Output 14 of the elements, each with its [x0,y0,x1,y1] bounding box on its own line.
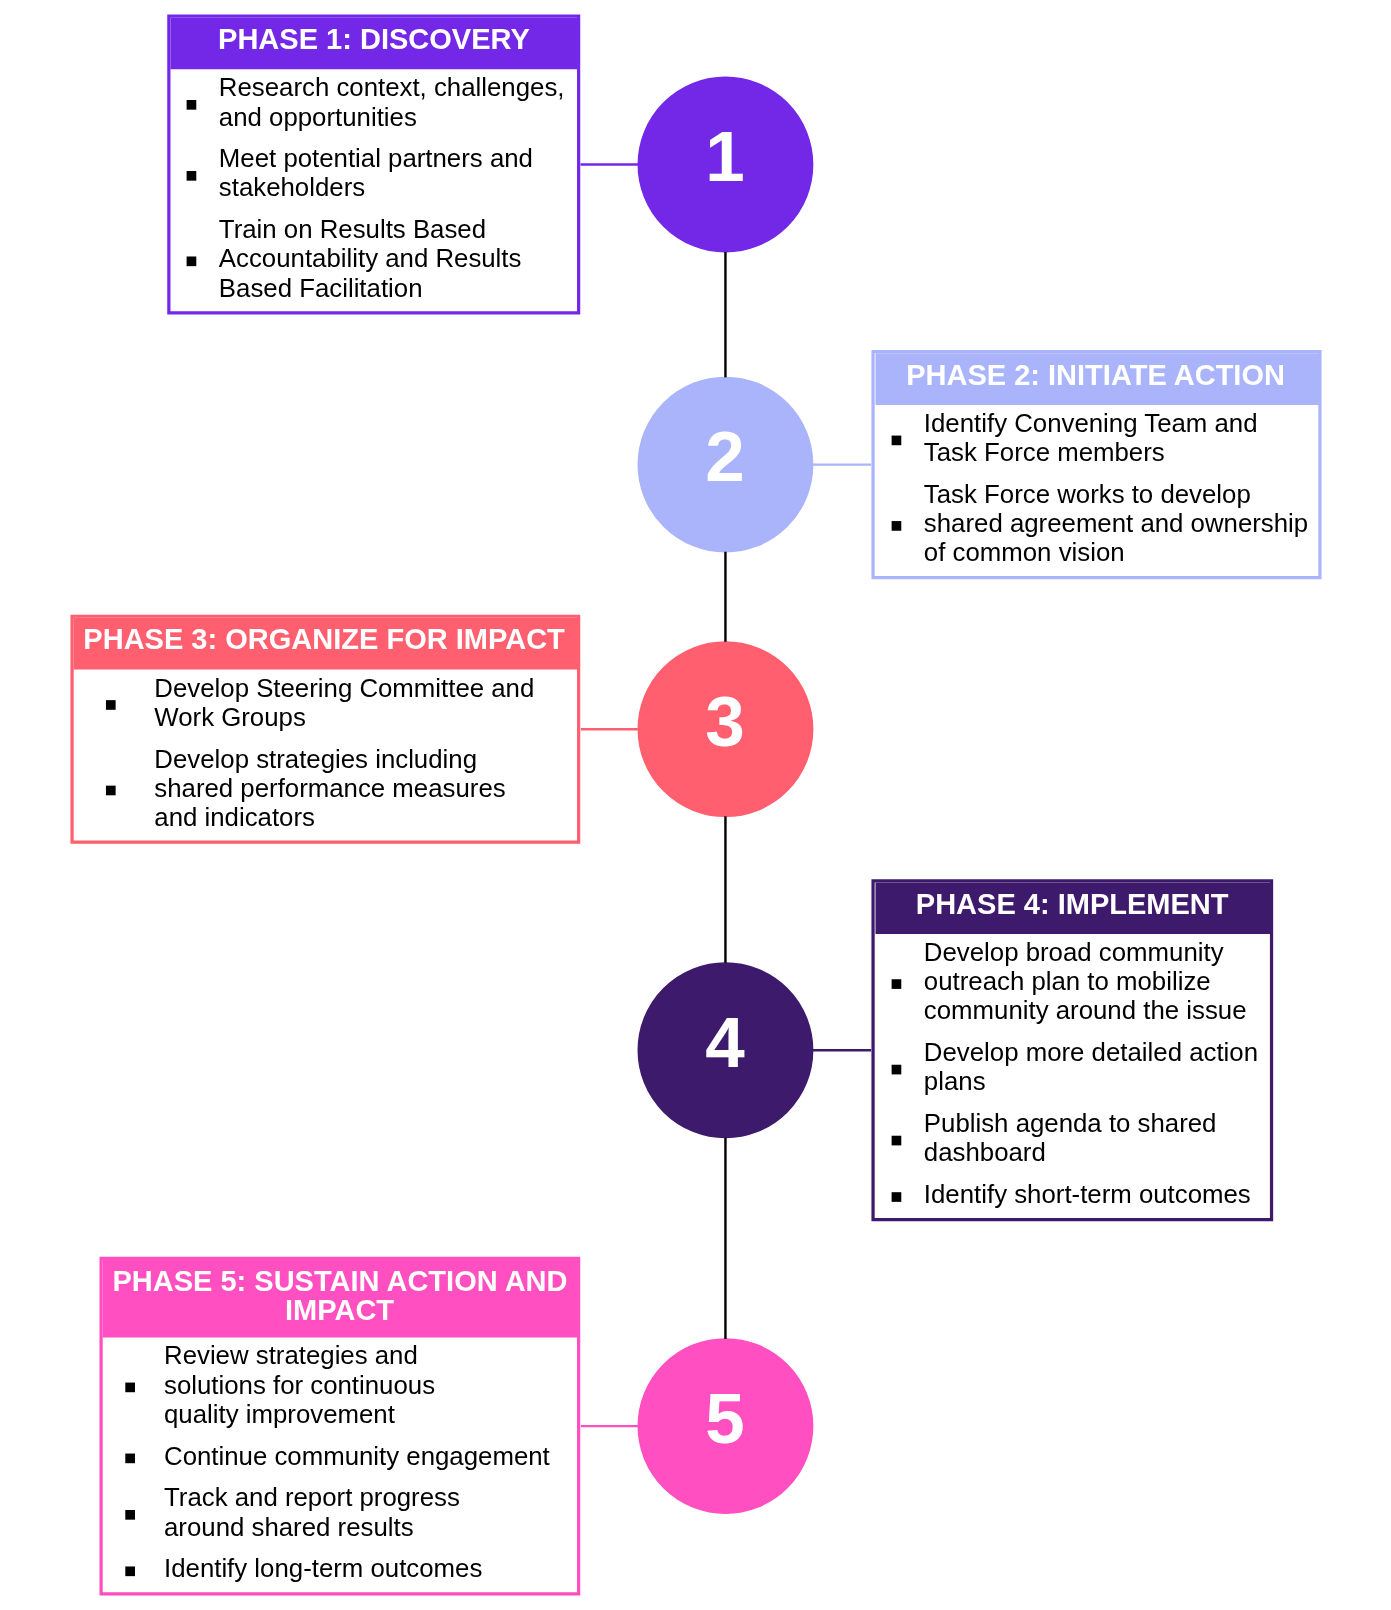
connector [723,551,727,642]
connector [723,1137,727,1339]
node-circle: 3 [637,641,813,818]
connector [723,252,727,378]
node-circle: 5 [637,1338,813,1515]
connector [723,816,727,963]
node-circle: 4 [637,962,813,1139]
node-circle: 1 [637,76,813,253]
connector [580,1424,638,1428]
connector [580,163,638,166]
connector [580,727,638,731]
connector [812,1049,871,1052]
node-circle: 2 [637,376,813,553]
connector [812,463,871,466]
